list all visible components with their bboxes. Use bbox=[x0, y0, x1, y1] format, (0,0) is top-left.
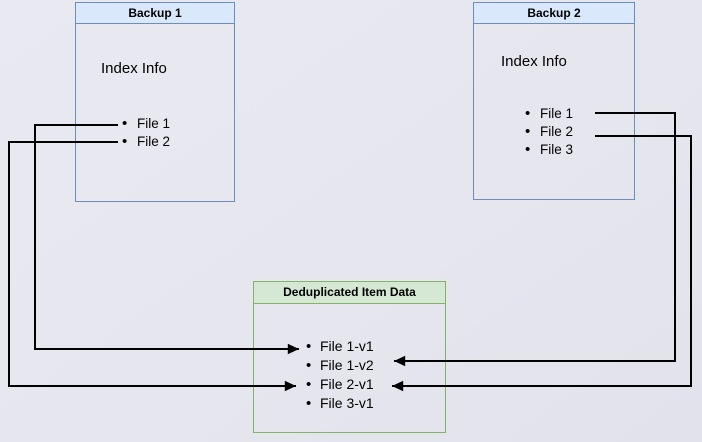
file-list-item: • File 2 bbox=[525, 123, 573, 141]
dedup-item-list: • File 1-v1 • File 1-v2 • File 2-v1 • Fi… bbox=[306, 337, 374, 413]
dedup-list-item: • File 1-v2 bbox=[306, 356, 374, 375]
backup2-header: Backup 2 bbox=[474, 3, 634, 24]
bullet-icon: • bbox=[306, 376, 312, 393]
backup1-file-list: • File 1 • File 2 bbox=[122, 115, 170, 151]
file-list-item: • File 3 bbox=[525, 141, 573, 159]
bullet-icon: • bbox=[122, 133, 128, 150]
backup2-box: Backup 2 Index Info • File 1 • File 2 • … bbox=[473, 2, 635, 200]
bullet-icon: • bbox=[122, 115, 128, 132]
dedup-header: Deduplicated Item Data bbox=[254, 282, 445, 304]
bullet-icon: • bbox=[306, 395, 312, 412]
backup1-header: Backup 1 bbox=[76, 3, 234, 24]
file-label: File 3 bbox=[540, 142, 574, 157]
backup1-index-info-label: Index Info bbox=[101, 60, 167, 77]
dedup-item-label: File 1-v2 bbox=[320, 357, 374, 373]
bullet-icon: • bbox=[306, 338, 312, 355]
file-list-item: • File 1 bbox=[122, 115, 170, 133]
dedup-item-label: File 1-v1 bbox=[320, 338, 374, 354]
file-label: File 1 bbox=[137, 116, 171, 131]
file-label: File 2 bbox=[540, 124, 574, 139]
dedup-list-item: • File 1-v1 bbox=[306, 337, 374, 356]
file-list-item: • File 2 bbox=[122, 133, 170, 151]
backup1-box: Backup 1 Index Info • File 1 • File 2 bbox=[75, 2, 235, 202]
dedup-item-label: File 2-v1 bbox=[320, 376, 374, 392]
file-list-item: • File 1 bbox=[525, 105, 573, 123]
backup2-file-list: • File 1 • File 2 • File 3 bbox=[525, 105, 573, 159]
file-label: File 2 bbox=[137, 134, 171, 149]
bullet-icon: • bbox=[525, 141, 531, 158]
dedup-list-item: • File 3-v1 bbox=[306, 394, 374, 413]
dedup-item-label: File 3-v1 bbox=[320, 395, 374, 411]
dedup-box: Deduplicated Item Data • File 1-v1 • Fil… bbox=[253, 281, 446, 433]
backup2-index-info-label: Index Info bbox=[501, 53, 567, 70]
bullet-icon: • bbox=[525, 105, 531, 122]
file-label: File 1 bbox=[540, 106, 574, 121]
bullet-icon: • bbox=[306, 357, 312, 374]
dedup-list-item: • File 2-v1 bbox=[306, 375, 374, 394]
bullet-icon: • bbox=[525, 123, 531, 140]
